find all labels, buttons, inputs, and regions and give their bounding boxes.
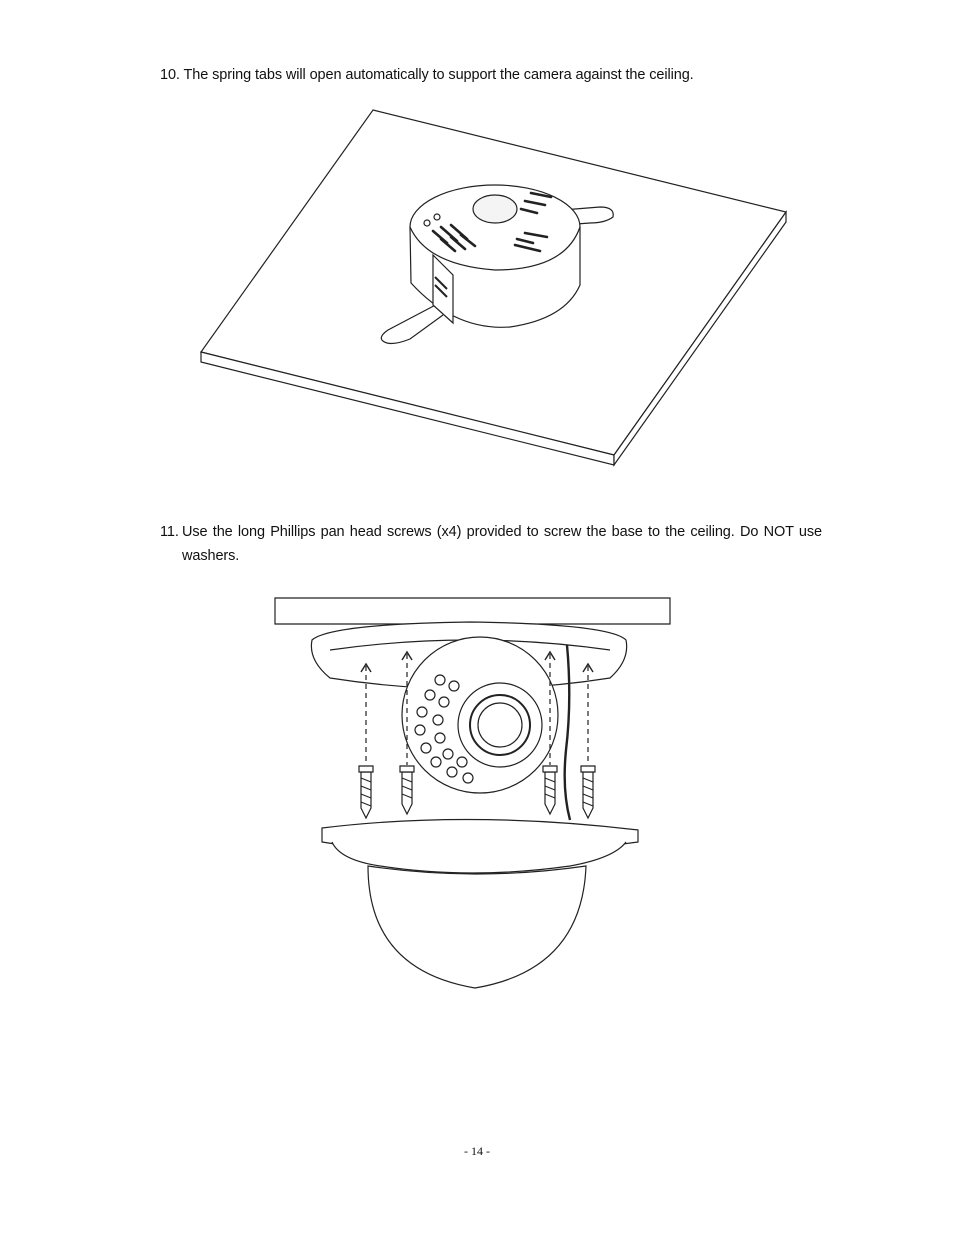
page-number: - 14 -	[464, 1144, 490, 1158]
step-number: 10.	[160, 67, 180, 83]
step-10-instruction: 10. The spring tabs will open automatica…	[160, 63, 840, 87]
step-text: Use the long Phillips pan head screws (x…	[182, 524, 822, 564]
step-number: 11.	[160, 524, 179, 540]
step-text: The spring tabs will open automatically …	[183, 67, 694, 83]
camera-base-on-ceiling-illustration	[195, 105, 795, 470]
dome-camera-screw-mount-illustration	[270, 590, 680, 995]
step-11-instruction: 11. Use the long Phillips pan head screw…	[160, 520, 822, 568]
